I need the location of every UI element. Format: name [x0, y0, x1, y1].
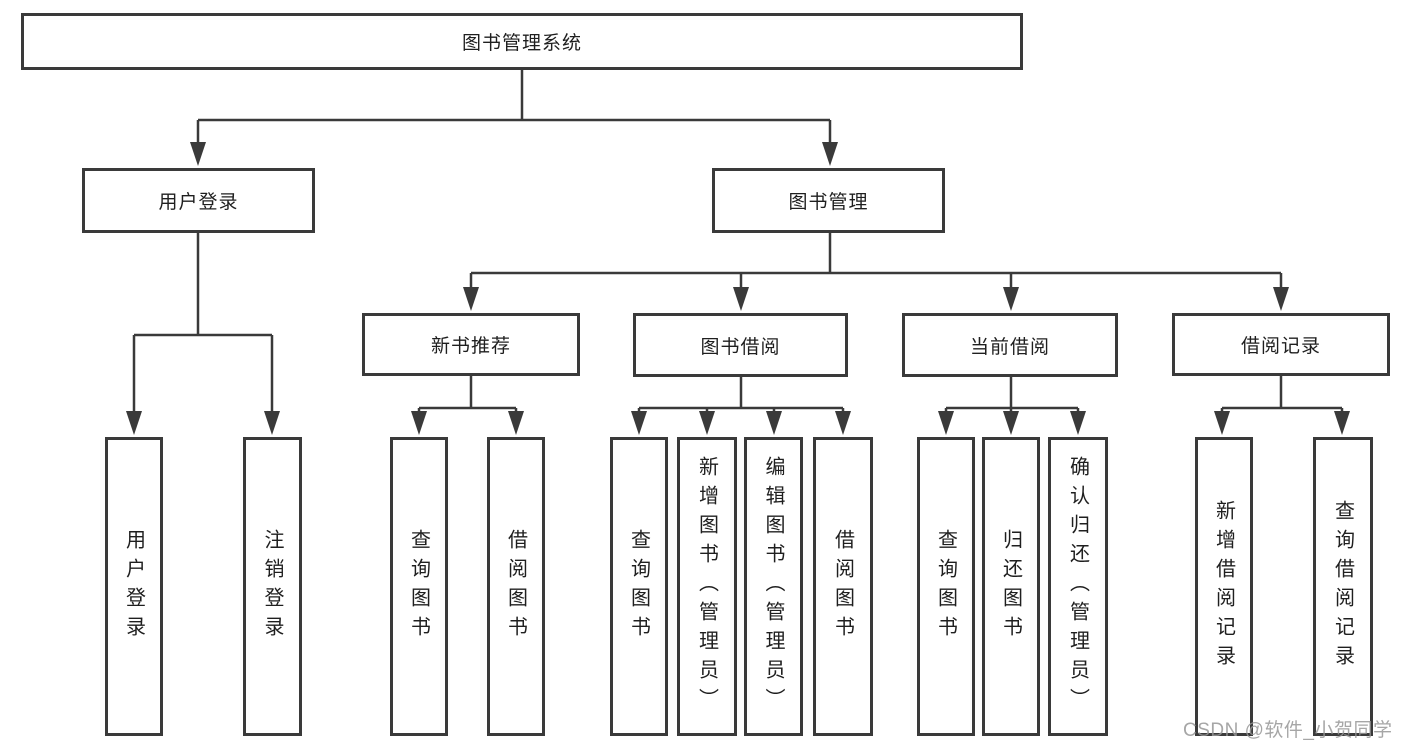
node-user-login: 用户登录 — [82, 168, 315, 233]
node-root-system: 图书管理系统 — [21, 13, 1023, 70]
node-current-borrow: 当前借阅 — [902, 313, 1118, 377]
node-borrow-record: 借阅记录 — [1172, 313, 1390, 376]
leaf-add-book-admin: 新增图书（管理员） — [677, 437, 737, 736]
leaf-borrow-book-newbook: 借阅图书 — [487, 437, 545, 736]
leaf-logout: 注销登录 — [243, 437, 302, 736]
leaf-query-book-newbook: 查询图书 — [390, 437, 448, 736]
csdn-watermark: CSDN @软件_小贺同学 — [1183, 720, 1393, 741]
leaf-borrow-book: 借阅图书 — [813, 437, 873, 736]
node-book-borrow: 图书借阅 — [633, 313, 848, 377]
leaf-query-book-current: 查询图书 — [917, 437, 975, 736]
node-new-book-recommend: 新书推荐 — [362, 313, 580, 376]
leaf-confirm-return-admin: 确认归还（管理员） — [1048, 437, 1108, 736]
leaf-user-login: 用户登录 — [105, 437, 163, 736]
leaf-query-book-borrow: 查询图书 — [610, 437, 668, 736]
leaf-query-borrow-record: 查询借阅记录 — [1313, 437, 1373, 736]
node-book-management: 图书管理 — [712, 168, 945, 233]
leaf-add-borrow-record: 新增借阅记录 — [1195, 437, 1253, 736]
leaf-edit-book-admin: 编辑图书（管理员） — [744, 437, 803, 736]
leaf-return-book: 归还图书 — [982, 437, 1040, 736]
